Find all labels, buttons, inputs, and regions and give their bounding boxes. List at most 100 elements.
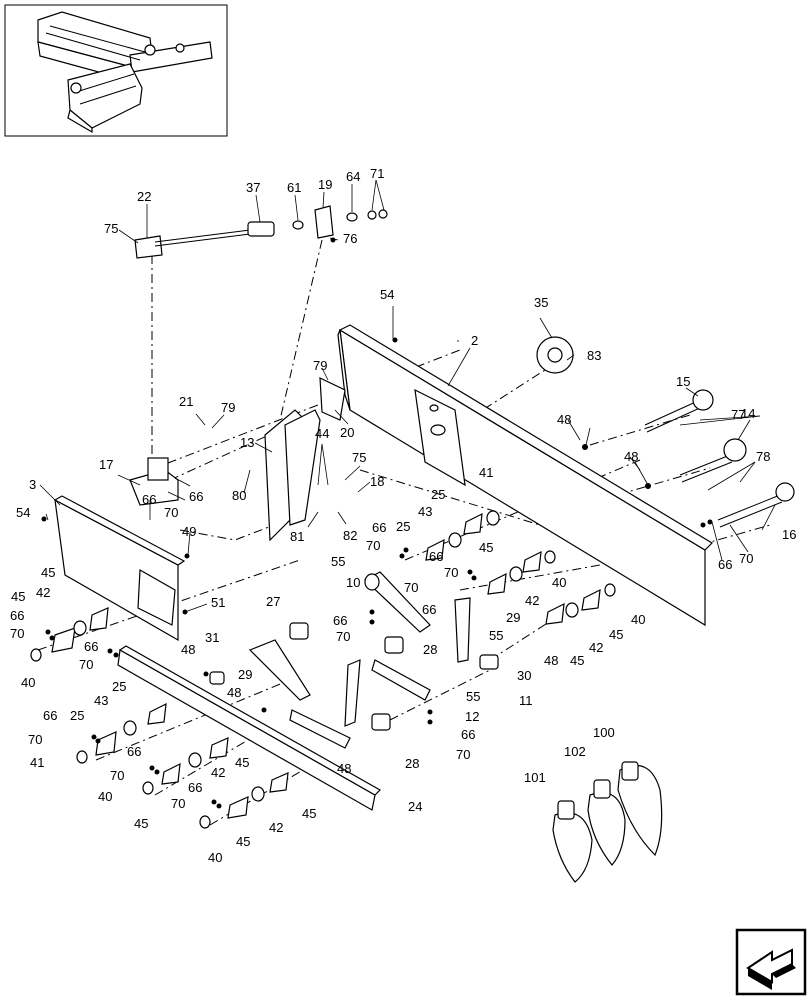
callout-25a: 25	[431, 487, 445, 502]
callout-70a: 70	[164, 505, 178, 520]
callout-45e: 45	[11, 589, 25, 604]
callout-2: 2	[471, 333, 478, 348]
callout-78: 78	[756, 449, 770, 464]
callout-41b: 41	[30, 755, 44, 770]
callout-102: 102	[564, 744, 586, 759]
bearing-stack-right-1	[425, 510, 500, 561]
machine-location-thumbnail	[4, 4, 228, 137]
main-side-frame	[337, 324, 713, 627]
callout-40c: 40	[21, 675, 35, 690]
callout-31: 31	[205, 630, 219, 645]
callout-82: 82	[343, 528, 357, 543]
callout-66m: 66	[461, 727, 475, 742]
callout-28b: 28	[405, 756, 419, 771]
callout-29a: 29	[506, 610, 520, 625]
callout-75a: 75	[104, 221, 118, 236]
callout-21: 21	[179, 394, 193, 409]
callout-35: 35	[534, 295, 548, 310]
bearing-stack-lower-3	[199, 772, 289, 829]
callout-70c: 70	[404, 580, 418, 595]
callout-14: 14	[741, 406, 755, 421]
callout-40e: 40	[208, 850, 222, 865]
callout-40b: 40	[631, 612, 645, 627]
callout-24: 24	[408, 799, 422, 814]
callout-75b: 75	[352, 450, 366, 465]
callout-66c: 66	[372, 520, 386, 535]
callout-55b: 55	[489, 628, 503, 643]
callout-77: 77	[731, 407, 745, 422]
callout-76: 76	[343, 231, 357, 246]
callout-27: 27	[266, 594, 280, 609]
callout-66d: 66	[429, 549, 443, 564]
callout-44: 44	[315, 426, 329, 441]
callout-45c: 45	[570, 653, 584, 668]
bracket-17	[129, 457, 179, 506]
callout-30: 30	[517, 668, 531, 683]
callout-17: 17	[99, 457, 113, 472]
bearing-stack-right-3	[545, 583, 616, 625]
callout-70h: 70	[79, 657, 93, 672]
lever-12	[371, 659, 431, 701]
shaft-14	[679, 438, 747, 483]
callout-70b: 70	[366, 538, 380, 553]
hardware-dots	[41, 237, 713, 809]
callout-100: 100	[593, 725, 615, 740]
callout-3: 3	[29, 477, 36, 492]
callout-18: 18	[370, 474, 384, 489]
callout-70k: 70	[171, 796, 185, 811]
bearing-stack-lower-2	[142, 737, 229, 795]
callout-43a: 43	[418, 504, 432, 519]
shaft-15	[644, 389, 714, 433]
callout-54a: 54	[380, 287, 394, 302]
callout-19: 19	[318, 177, 332, 192]
callout-71: 71	[370, 166, 384, 181]
leader-lines	[39, 179, 776, 613]
callout-81: 81	[290, 529, 304, 544]
callout-15: 15	[676, 374, 690, 389]
upper-spring-linkage	[134, 205, 388, 259]
shield-100	[617, 761, 663, 857]
callout-13: 13	[240, 435, 254, 450]
callout-42b: 42	[589, 640, 603, 655]
callout-70d: 70	[444, 565, 458, 580]
callout-37: 37	[246, 180, 260, 195]
callout-42e: 42	[269, 820, 283, 835]
next-page-arrow-icon[interactable]	[735, 928, 807, 996]
callout-48b: 48	[624, 449, 638, 464]
callout-45f: 45	[235, 755, 249, 770]
callout-22: 22	[137, 189, 151, 204]
lower-bar	[117, 645, 381, 811]
callout-45b: 45	[609, 627, 623, 642]
sprocket-35	[536, 336, 574, 374]
callout-45g: 45	[134, 816, 148, 831]
callout-70g: 70	[10, 626, 24, 641]
arm-assembly	[264, 377, 346, 542]
callout-28a: 28	[423, 642, 437, 657]
callout-48f: 48	[544, 653, 558, 668]
shield-101	[552, 800, 593, 883]
callout-42c: 42	[36, 585, 50, 600]
callout-55c: 55	[466, 689, 480, 704]
callout-16: 16	[782, 527, 796, 542]
callout-48e: 48	[337, 761, 351, 776]
callout-66j: 66	[43, 708, 57, 723]
shield-102	[587, 779, 626, 866]
callout-25c: 25	[112, 679, 126, 694]
callout-40a: 40	[552, 575, 566, 590]
callout-12: 12	[465, 709, 479, 724]
callout-45d: 45	[41, 565, 55, 580]
rollers	[209, 622, 499, 731]
callout-40d: 40	[98, 789, 112, 804]
left-mounting-plate	[53, 495, 186, 642]
lever-cam-29-left	[248, 639, 351, 749]
callout-70e: 70	[336, 629, 350, 644]
callout-66h: 66	[10, 608, 24, 623]
callout-29b: 29	[238, 667, 252, 682]
callout-79b: 79	[221, 400, 235, 415]
callout-70f: 70	[739, 551, 753, 566]
callout-61: 61	[287, 180, 301, 195]
callout-70l: 70	[456, 747, 470, 762]
callout-48d: 48	[227, 685, 241, 700]
cam-lever-10	[363, 571, 431, 633]
